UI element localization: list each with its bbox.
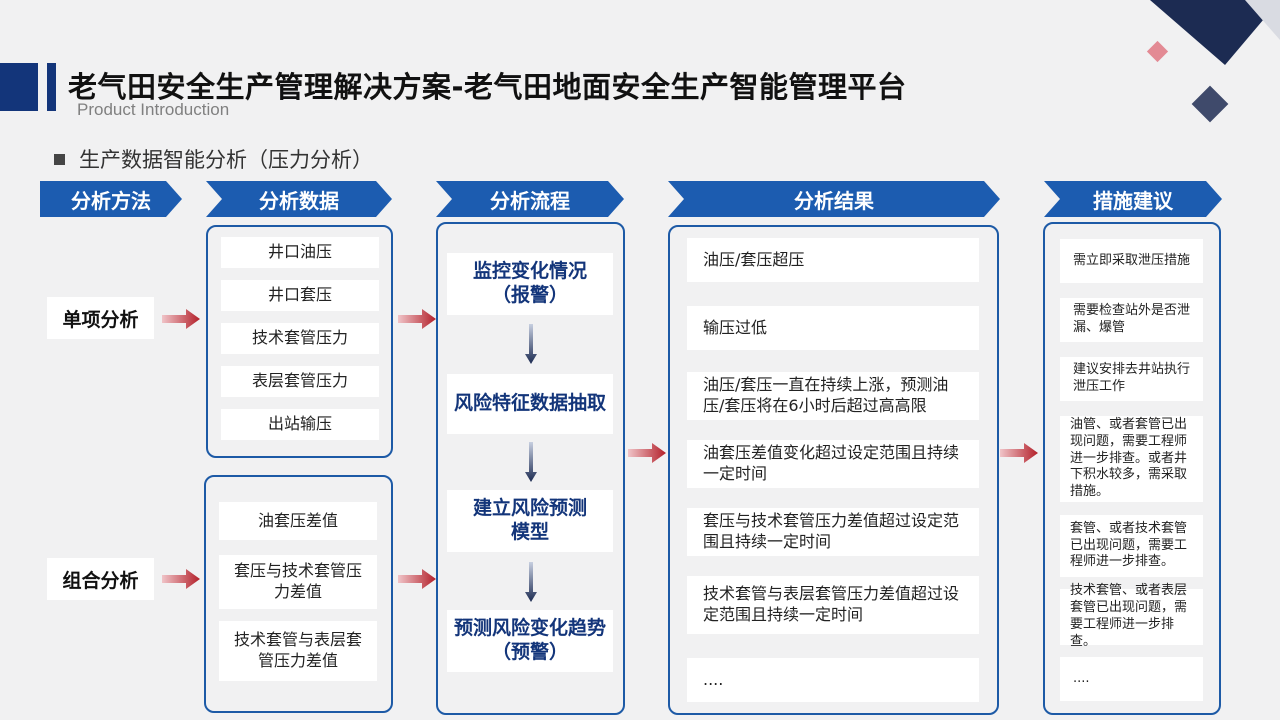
data-item: 套压与技术套管压力差值 — [219, 555, 377, 609]
data-item: 技术套管与表层套管压力差值 — [219, 621, 377, 681]
flow-step: 风险特征数据抽取 — [447, 374, 613, 434]
section-heading: 生产数据智能分析（压力分析） — [54, 144, 373, 174]
flow-step: 建立风险预测模型 — [447, 490, 613, 552]
column-header-method: 分析方法 — [40, 181, 182, 217]
arrow-right-icon — [628, 443, 666, 463]
page-subtitle: Product Introduction — [77, 100, 230, 119]
section-heading-text: 生产数据智能分析（压力分析） — [79, 148, 373, 172]
page-title: 老气田安全生产管理解决方案-老气田地面安全生产智能管理平台 — [68, 70, 907, 104]
result-item: 技术套管与表层套管压力差值超过设定范围且持续一定时间 — [687, 576, 979, 634]
navy-diamond-decoration — [1191, 85, 1229, 123]
data-single-panel — [206, 225, 393, 458]
header-accent-bar-thin — [47, 63, 56, 111]
arrow-right-icon — [398, 569, 436, 589]
flow-step: 预测风险变化趋势（预警） — [447, 610, 613, 672]
arrow-right-icon — [1000, 443, 1038, 463]
advice-item: 需立即采取泄压措施 — [1060, 239, 1203, 283]
advice-panel — [1043, 222, 1221, 715]
arrow-down-icon — [525, 562, 537, 602]
data-item: 出站输压 — [221, 409, 379, 440]
method-single-label: 单项分析 — [47, 297, 154, 339]
header-accent-bar — [0, 63, 38, 111]
arrow-down-icon — [525, 324, 537, 364]
arrow-down-icon — [525, 442, 537, 482]
bullet-square-icon — [54, 153, 65, 165]
data-item: 井口油压 — [221, 237, 379, 268]
advice-item: 建议安排去井站执行泄压工作 — [1060, 357, 1203, 401]
advice-item: .... — [1060, 657, 1203, 701]
corner-triangle-decoration — [1150, 0, 1280, 65]
advice-item: 套管、或者技术套管已出现问题，需要工程师进一步排查。 — [1060, 515, 1203, 577]
column-header-flow: 分析流程 — [436, 181, 624, 217]
data-item: 井口套压 — [221, 280, 379, 311]
method-combined-label: 组合分析 — [47, 558, 154, 600]
data-combined-panel — [204, 475, 393, 713]
flow-panel — [436, 222, 625, 715]
flow-step: 监控变化情况（报警） — [447, 253, 613, 315]
result-panel — [668, 225, 999, 715]
result-item: 油套压差值变化超过设定范围且持续一定时间 — [687, 440, 979, 488]
result-item: 油压/套压超压 — [687, 238, 979, 282]
result-item: 油压/套压一直在持续上涨，预测油压/套压将在6小时后超过高高限 — [687, 372, 979, 420]
data-item: 技术套管压力 — [221, 323, 379, 354]
data-item: 表层套管压力 — [221, 366, 379, 397]
result-item: 输压过低 — [687, 306, 979, 350]
arrow-right-icon — [162, 309, 200, 329]
advice-item: 油管、或者套管已出现问题，需要工程师进一步排查。或者井下积水较多，需采取措施。 — [1060, 416, 1203, 502]
column-header-result: 分析结果 — [668, 181, 1000, 217]
data-item: 油套压差值 — [219, 502, 377, 540]
arrow-right-icon — [398, 309, 436, 329]
result-item: 套压与技术套管压力差值超过设定范围且持续一定时间 — [687, 508, 979, 556]
advice-item: 需要检查站外是否泄漏、爆管 — [1060, 298, 1203, 342]
arrow-right-icon — [162, 569, 200, 589]
column-header-advice: 措施建议 — [1044, 181, 1222, 217]
column-header-data: 分析数据 — [206, 181, 392, 217]
advice-item: 技术套管、或者表层套管已出现问题，需要工程师进一步排查。 — [1060, 583, 1203, 649]
result-item: .... — [687, 658, 979, 702]
